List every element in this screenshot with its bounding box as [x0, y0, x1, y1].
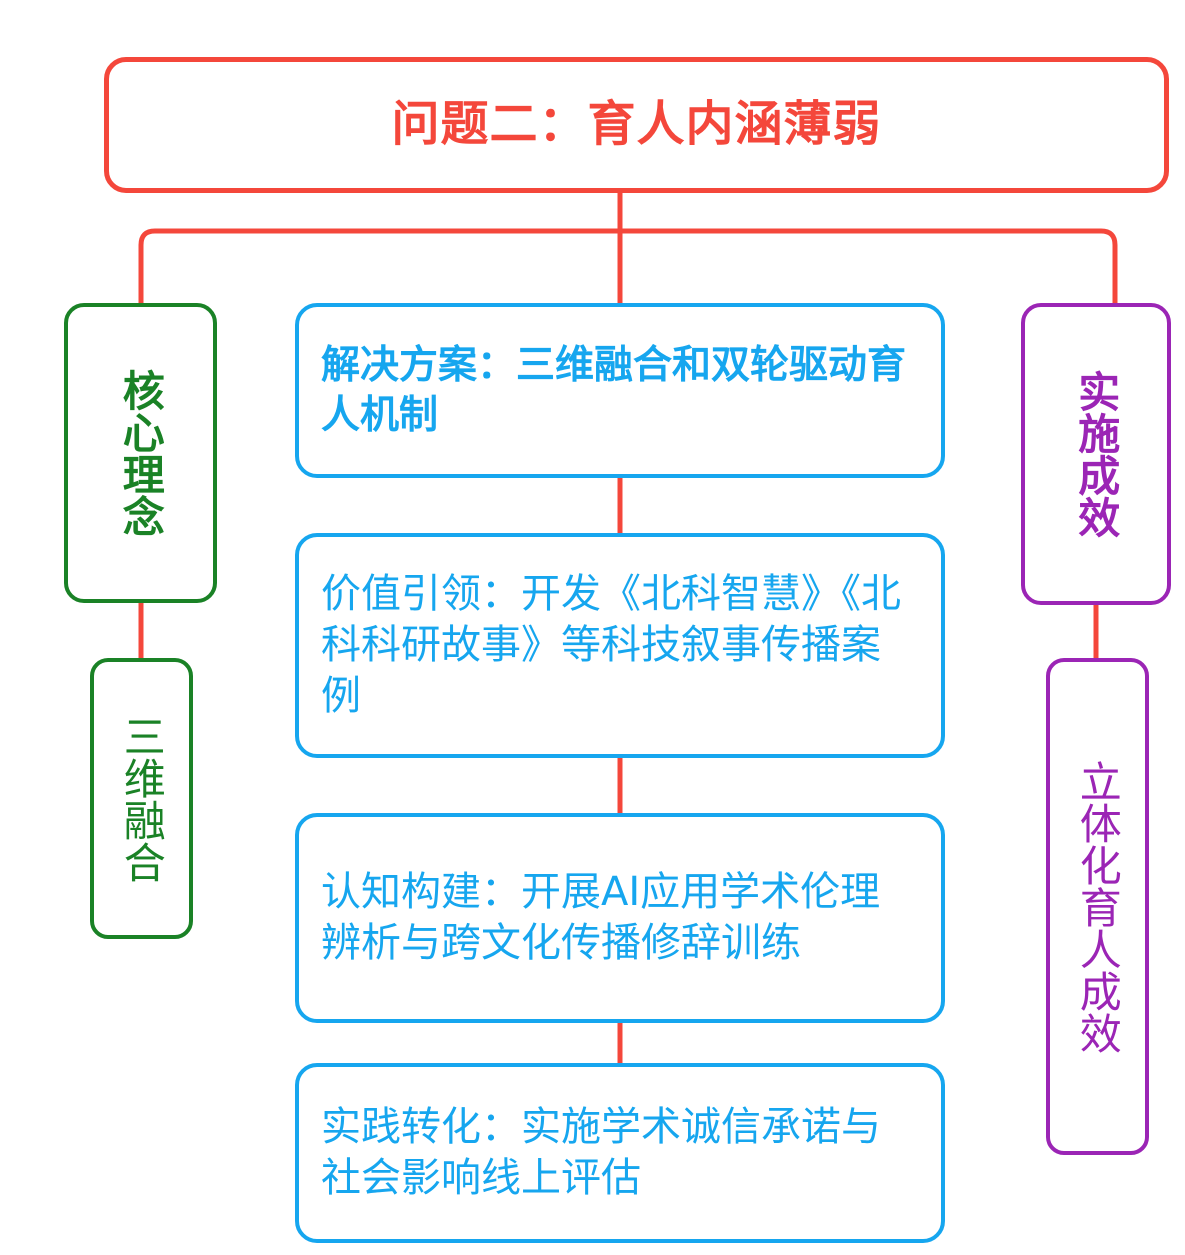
core-idea-item-box[interactable]: 三维融合	[90, 658, 193, 939]
effect-item-box[interactable]: 立体化育人成效	[1046, 658, 1149, 1155]
effect-heading-text: 实施成效	[1071, 370, 1121, 538]
solution-item-cognition-text: 认知构建：开展AI应用学术伦理辨析与跨文化传播修辞训练	[321, 868, 881, 966]
solution-item-value-text: 价值引领：开发《北科智慧》《北科科研故事》等科技叙事传播案例	[321, 570, 901, 720]
solution-item-cognition-box[interactable]: 认知构建：开展AI应用学术伦理辨析与跨文化传播修辞训练	[295, 813, 945, 1023]
solution-item-value-box[interactable]: 价值引领：开发《北科智慧》《北科科研故事》等科技叙事传播案例	[295, 533, 945, 758]
core-idea-item-text: 三维融合	[117, 714, 167, 883]
core-idea-heading-text: 核心理念	[116, 369, 166, 537]
problem-title-box[interactable]: 问题二：育人内涵薄弱	[104, 57, 1169, 193]
effect-item-text: 立体化育人成效	[1073, 759, 1123, 1054]
connector-distribution-bar	[138, 228, 1118, 303]
solution-heading-box[interactable]: 解决方案：三维融合和双轮驱动育人机制	[295, 303, 945, 478]
effect-heading-box[interactable]: 实施成效	[1021, 303, 1171, 605]
solution-heading-text: 解决方案：三维融合和双轮驱动育人机制	[321, 342, 907, 438]
solution-item-practice-text: 实践转化：实施学术诚信承诺与社会影响线上评估	[321, 1103, 881, 1201]
solution-item-practice-box[interactable]: 实践转化：实施学术诚信承诺与社会影响线上评估	[295, 1063, 945, 1243]
core-idea-heading-box[interactable]: 核心理念	[64, 303, 217, 603]
problem-title-text: 问题二：育人内涵薄弱	[391, 96, 882, 153]
